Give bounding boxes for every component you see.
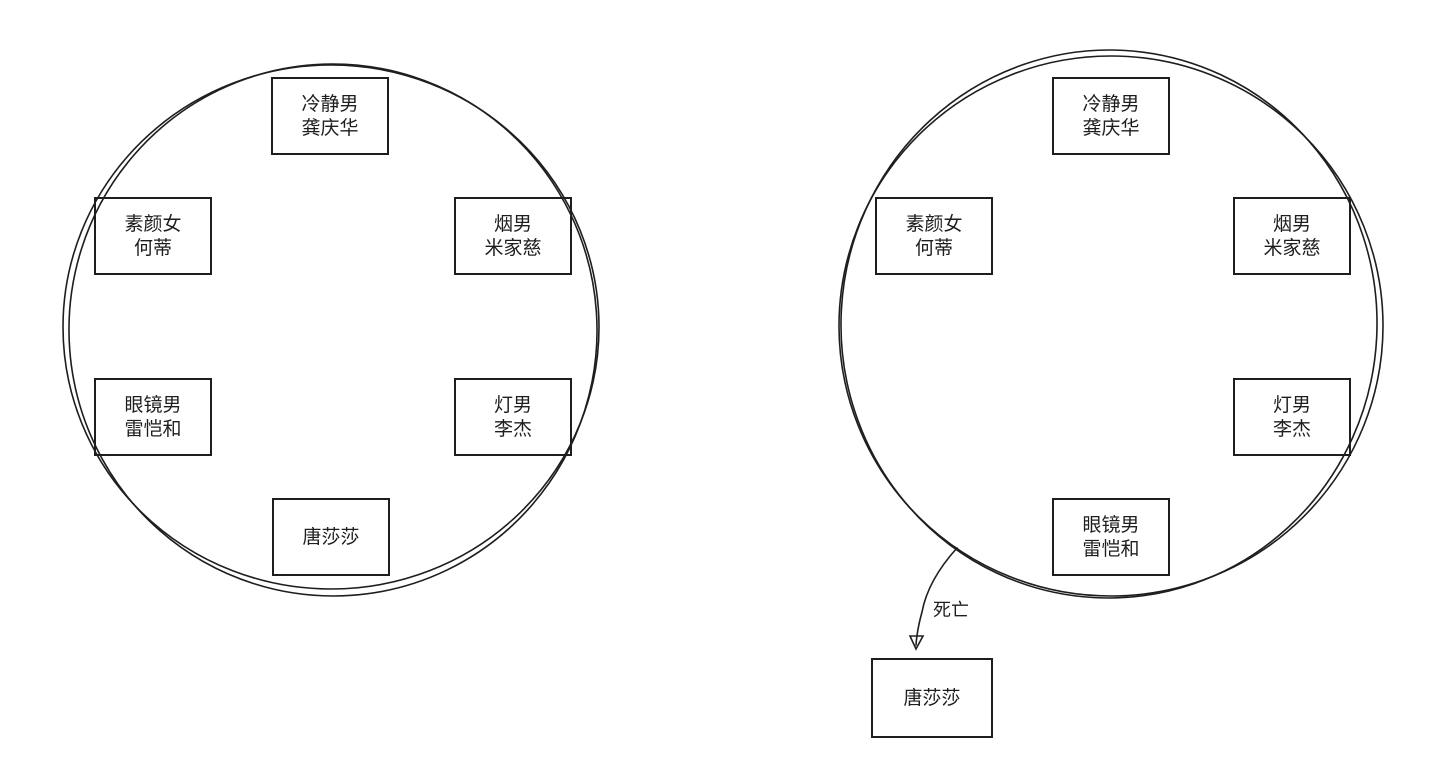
seat-name: 李杰 xyxy=(493,418,532,440)
seat-role: 灯男 xyxy=(1272,394,1311,416)
left-seat-upper-left: 素颜女 何蒂 xyxy=(94,197,212,275)
seat-role: 眼镜男 xyxy=(124,394,182,416)
seat-name: 李杰 xyxy=(1272,418,1311,440)
seat-name: 龚庆华 xyxy=(301,117,359,139)
seat-role: 眼镜男 xyxy=(1082,514,1140,536)
left-seat-bottom: 唐莎莎 xyxy=(272,498,390,576)
right-seat-upper-right: 烟男 米家慈 xyxy=(1233,197,1351,275)
right-seat-upper-left: 素颜女 何蒂 xyxy=(875,197,993,275)
left-seat-upper-right: 烟男 米家慈 xyxy=(454,197,572,275)
seat-role: 烟男 xyxy=(1272,213,1311,235)
seat-name: 何蒂 xyxy=(133,237,172,259)
right-table-circle xyxy=(838,55,1384,597)
right-seat-top: 冷静男 龚庆华 xyxy=(1052,77,1170,155)
left-seat-top: 冷静男 龚庆华 xyxy=(271,77,389,155)
seat-role: 素颜女 xyxy=(905,213,963,235)
left-seat-lower-left: 眼镜男 雷恺和 xyxy=(94,378,212,456)
right-seat-bottom: 眼镜男 雷恺和 xyxy=(1052,498,1170,576)
left-table-circle-sketch xyxy=(68,63,598,597)
seat-name: 何蒂 xyxy=(914,237,953,259)
arrow-label: 死亡 xyxy=(933,600,969,621)
death-arrow-head xyxy=(908,635,925,651)
seat-name: 雷恺和 xyxy=(1082,538,1140,560)
right-table-circle-sketch xyxy=(840,49,1378,599)
seat-role: 灯男 xyxy=(493,394,532,416)
seat-role: 冷静男 xyxy=(1082,93,1140,115)
seat-name: 雷恺和 xyxy=(124,418,182,440)
left-table-circle xyxy=(62,64,600,590)
seat-name: 龚庆华 xyxy=(1082,117,1140,139)
seat-role: 唐莎莎 xyxy=(302,526,360,548)
seat-role: 冷静男 xyxy=(301,93,359,115)
seat-role: 唐莎莎 xyxy=(903,687,961,709)
right-seat-lower-right: 灯男 李杰 xyxy=(1233,378,1351,456)
seat-name: 米家慈 xyxy=(484,237,542,259)
outside-seat: 唐莎莎 xyxy=(871,658,993,738)
left-seat-lower-right: 灯男 李杰 xyxy=(454,378,572,456)
seat-role: 素颜女 xyxy=(124,213,182,235)
seat-name: 米家慈 xyxy=(1263,237,1321,259)
seat-role: 烟男 xyxy=(493,213,532,235)
